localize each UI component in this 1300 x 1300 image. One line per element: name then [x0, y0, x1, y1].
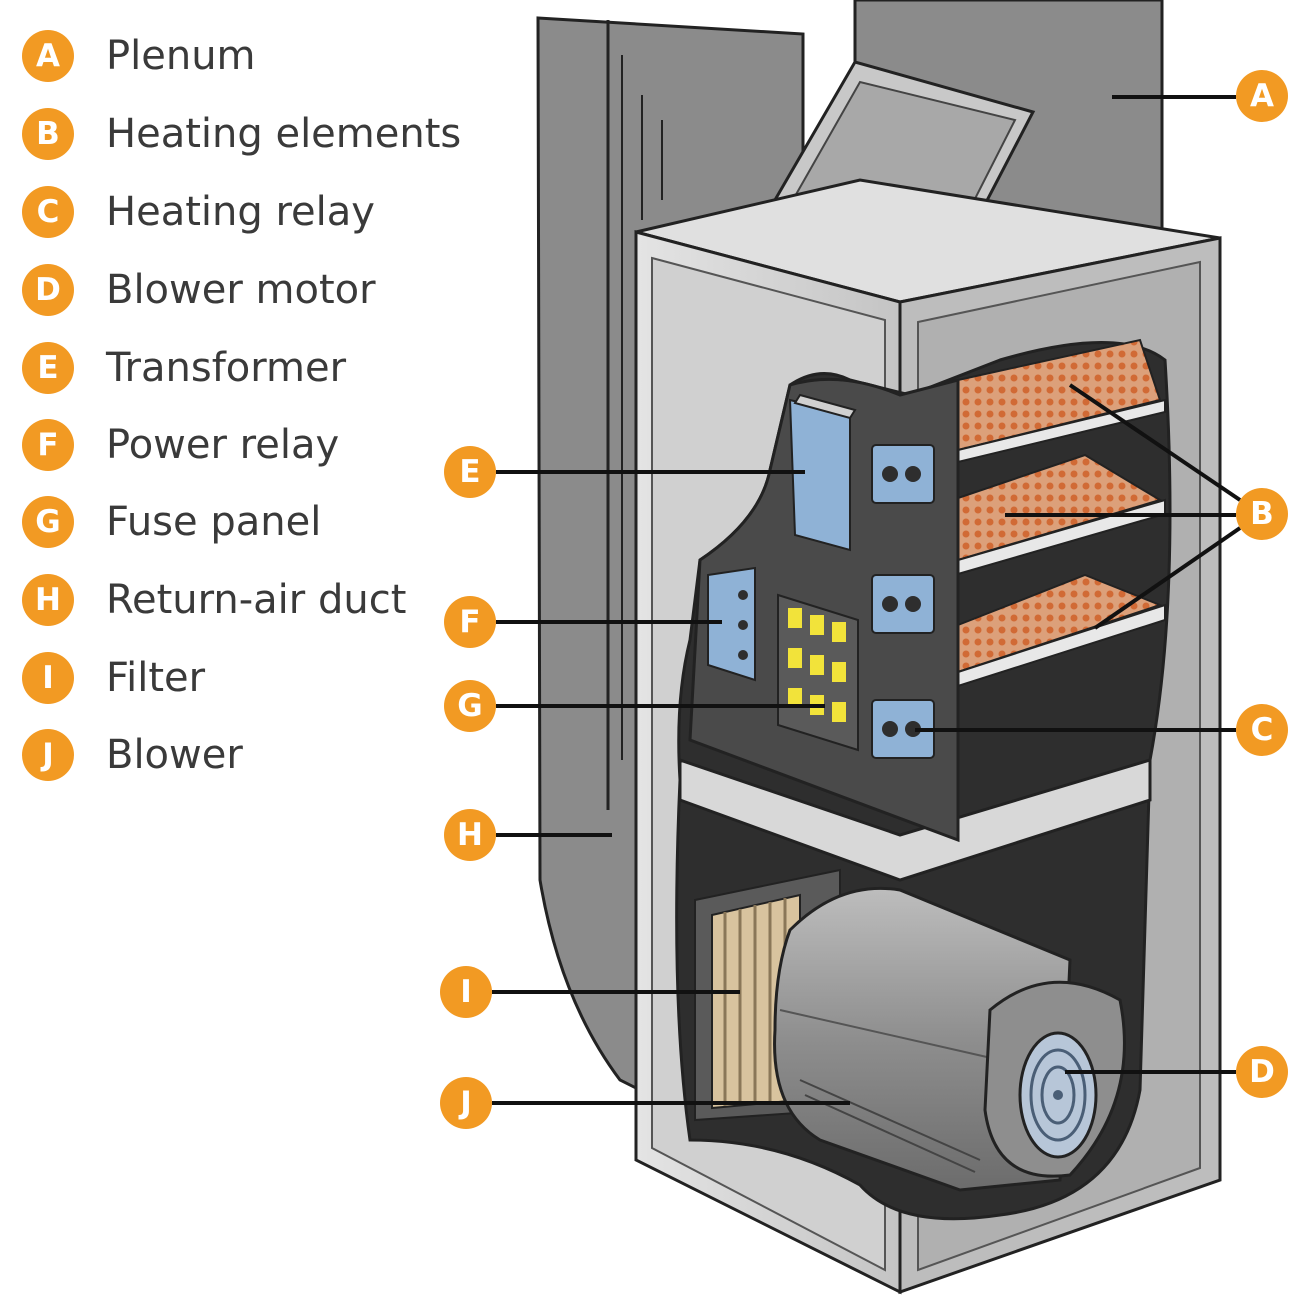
legend-item-fuse-panel: G Fuse panel: [22, 494, 321, 550]
legend-label-transformer: Transformer: [106, 345, 347, 391]
callout-e: E: [444, 446, 496, 498]
transformer: [788, 393, 857, 552]
callout-d: D: [1236, 1046, 1288, 1098]
legend-item-blower-motor: D Blower motor: [22, 262, 376, 318]
legend-item-heating-relay: C Heating relay: [22, 184, 375, 240]
legend-label-filter: Filter: [106, 655, 206, 701]
callout-f: F: [444, 596, 496, 648]
callout-c: C: [1236, 704, 1288, 756]
callout-a: A: [1236, 70, 1288, 122]
legend-badge-b: B: [22, 108, 74, 160]
legend-label-heating-elements: Heating elements: [106, 111, 462, 157]
relay-upper: [871, 444, 935, 504]
legend-badge-e: E: [22, 342, 74, 394]
legend-item-blower: J Blower: [22, 727, 243, 783]
legend-badge-c: C: [22, 186, 74, 238]
callout-j: J: [440, 1077, 492, 1129]
legend-label-heating-relay: Heating relay: [106, 189, 375, 235]
callout-h: H: [444, 809, 496, 861]
leader-lines: [492, 95, 1242, 1105]
legend-badge-h: H: [22, 574, 74, 626]
legend-label-power-relay: Power relay: [106, 422, 340, 468]
legend-item-heating-elements: B Heating elements: [22, 106, 461, 162]
blower-motor: [1018, 1031, 1098, 1159]
legend-item-filter: I Filter: [22, 650, 205, 706]
legend-badge-d: D: [22, 264, 74, 316]
legend-badge-i: I: [22, 652, 74, 704]
legend-item-return-air-duct: H Return-air duct: [22, 572, 406, 628]
leader-line-b1: [1068, 383, 1242, 502]
callout-i: I: [440, 966, 492, 1018]
callout-g: G: [444, 680, 496, 732]
legend-badge-g: G: [22, 496, 74, 548]
legend-label-plenum: Plenum: [106, 33, 256, 79]
legend-badge-f: F: [22, 419, 74, 471]
relay-middle: [871, 574, 935, 634]
legend-label-fuse-panel: Fuse panel: [106, 499, 322, 545]
legend-item-plenum: A Plenum: [22, 28, 256, 84]
power-relay: [707, 566, 756, 682]
legend-item-transformer: E Transformer: [22, 340, 346, 396]
fuse-panel: [777, 593, 859, 752]
callout-b: B: [1236, 488, 1288, 540]
legend-badge-a: A: [22, 30, 74, 82]
legend-item-power-relay: F Power relay: [22, 417, 339, 473]
legend-badge-j: J: [22, 729, 74, 781]
leader-line-b3: [1093, 526, 1242, 630]
legend-label-return-air-duct: Return-air duct: [106, 577, 407, 623]
legend-label-blower-motor: Blower motor: [106, 267, 376, 313]
legend-label-blower: Blower: [106, 732, 243, 778]
